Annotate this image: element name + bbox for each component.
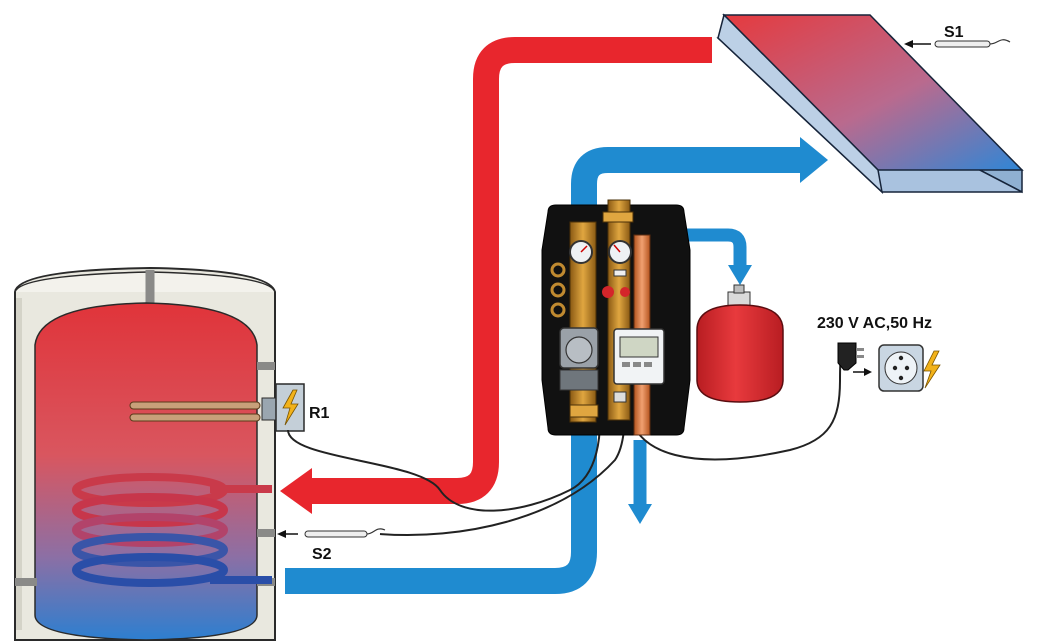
solar-collector [716,13,1024,195]
arrow-left-icon [277,530,286,538]
arrow-right-icon [800,137,828,183]
controller-icon [613,328,665,385]
hot-flow-pipe [280,37,712,514]
lightning-icon [282,389,299,426]
sensor-label-s2: S2 [312,546,332,563]
pump-station [541,199,691,436]
arrow-down-icon [728,265,752,285]
storage-tank [14,266,276,641]
sensor-label-s1: S1 [944,24,964,41]
heat-exchanger-coil [72,473,272,587]
tank-sensor: S2 [277,528,386,563]
collector-sensor: S1 [904,24,1011,48]
thermometer-gauge-icon [569,240,632,264]
plug-icon [837,342,864,371]
arrow-down-icon [628,504,652,524]
cold-return-pipe [285,137,828,594]
heater-label-r1: R1 [309,405,330,422]
arrow-left-icon [280,468,312,514]
arrow-right-icon [864,368,872,376]
lightning-icon [923,350,941,389]
electric-heater: R1 [261,383,330,432]
arrow-left-icon [904,40,913,48]
expansion-vessel [696,284,784,403]
socket-icon [878,344,924,392]
power-supply: 230 V AC,50 Hz [817,315,941,392]
power-label: 230 V AC,50 Hz [817,315,932,332]
